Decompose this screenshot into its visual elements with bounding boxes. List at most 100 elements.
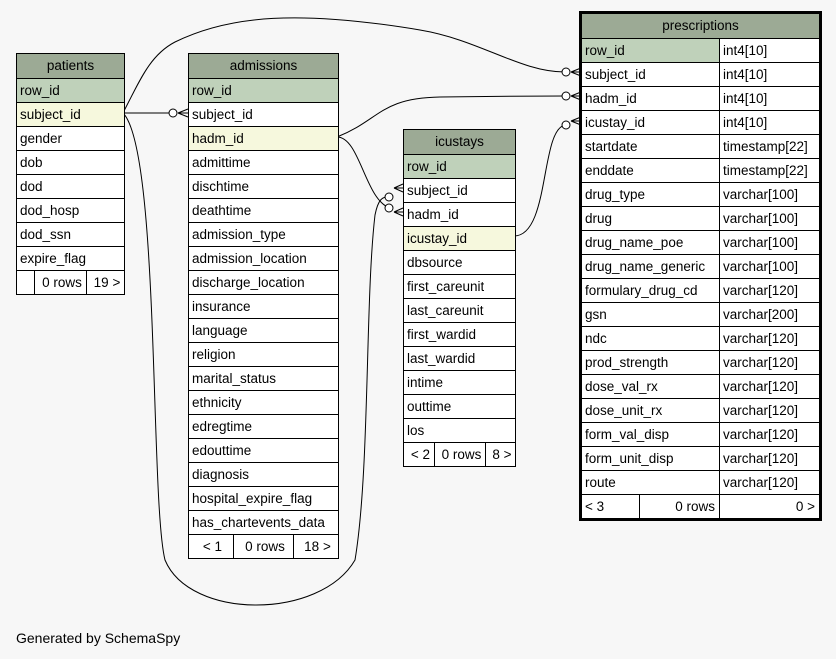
column-row[interactable]: row_id bbox=[189, 78, 338, 102]
column-type: int4[10] bbox=[719, 39, 819, 62]
column-row[interactable]: first_wardid bbox=[404, 322, 515, 346]
column-type: varchar[120] bbox=[719, 327, 819, 350]
table-header[interactable]: admissions bbox=[189, 54, 338, 78]
column-row[interactable]: los bbox=[404, 418, 515, 442]
column-row[interactable]: admittime bbox=[189, 150, 338, 174]
column-row[interactable]: row_id bbox=[17, 78, 124, 102]
column-row[interactable]: icustay_id bbox=[404, 226, 515, 250]
column-name: prod_strength bbox=[585, 355, 669, 370]
column-row[interactable]: edouttime bbox=[189, 438, 338, 462]
column-row[interactable]: ethnicity bbox=[189, 390, 338, 414]
column-row[interactable]: hospital_expire_flag bbox=[189, 486, 338, 510]
column-row[interactable]: diagnosis bbox=[189, 462, 338, 486]
column-row[interactable]: intime bbox=[404, 370, 515, 394]
column-row[interactable]: dod_ssn bbox=[17, 222, 124, 246]
column-row[interactable]: language bbox=[189, 318, 338, 342]
column-type: int4[10] bbox=[719, 63, 819, 86]
children-count[interactable]: 0 > bbox=[719, 495, 819, 518]
table-header[interactable]: patients bbox=[17, 54, 124, 78]
edge-patients-icustays bbox=[122, 112, 391, 606]
column-row[interactable]: dbsource bbox=[404, 250, 515, 274]
column-name: discharge_location bbox=[192, 275, 305, 290]
column-type: varchar[120] bbox=[719, 399, 819, 422]
column-row[interactable]: admission_location bbox=[189, 246, 338, 270]
column-row[interactable]: edregtime bbox=[189, 414, 338, 438]
children-count[interactable]: 18 > bbox=[293, 535, 338, 558]
column-row[interactable]: discharge_location bbox=[189, 270, 338, 294]
column-row[interactable]: gender bbox=[17, 126, 124, 150]
table-title: admissions bbox=[229, 58, 298, 73]
column-row[interactable]: dischtime bbox=[189, 174, 338, 198]
column-name: hadm_id bbox=[585, 91, 637, 106]
parents-count[interactable]: < 1 bbox=[202, 539, 223, 554]
column-type: varchar[120] bbox=[719, 351, 819, 374]
column-row[interactable]: marital_status bbox=[189, 366, 338, 390]
column-row[interactable]: outtime bbox=[404, 394, 515, 418]
column-row[interactable]: ndc varchar[120] bbox=[582, 326, 819, 350]
column-name: edouttime bbox=[192, 443, 252, 458]
column-row[interactable]: insurance bbox=[189, 294, 338, 318]
column-name: ethnicity bbox=[192, 395, 242, 410]
column-row[interactable]: prod_strength varchar[120] bbox=[582, 350, 819, 374]
crow-foot bbox=[177, 108, 189, 118]
column-row[interactable]: first_careunit bbox=[404, 274, 515, 298]
parents-count[interactable]: < 2 bbox=[410, 447, 431, 462]
column-type: timestamp[22] bbox=[719, 135, 819, 158]
children-count[interactable]: 8 > bbox=[485, 443, 515, 466]
column-row[interactable]: has_chartevents_data bbox=[189, 510, 338, 534]
column-name: icustay_id bbox=[585, 115, 646, 130]
table-admissions[interactable]: admissions row_id subject_id hadm_id adm… bbox=[188, 53, 339, 559]
column-name: drug bbox=[585, 211, 613, 226]
column-row[interactable]: religion bbox=[189, 342, 338, 366]
column-name: first_wardid bbox=[407, 327, 477, 342]
children-count[interactable]: 19 > bbox=[86, 271, 124, 294]
column-row[interactable]: dose_unit_rx varchar[120] bbox=[582, 398, 819, 422]
column-row[interactable]: subject_id bbox=[17, 102, 124, 126]
column-name: dose_unit_rx bbox=[585, 403, 663, 418]
table-header[interactable]: icustays bbox=[404, 130, 515, 154]
column-row[interactable]: dod_hosp bbox=[17, 198, 124, 222]
table-header[interactable]: prescriptions bbox=[582, 14, 819, 38]
column-row[interactable]: deathtime bbox=[189, 198, 338, 222]
column-row[interactable]: subject_id bbox=[404, 178, 515, 202]
column-row[interactable]: hadm_id bbox=[189, 126, 338, 150]
column-row[interactable]: admission_type bbox=[189, 222, 338, 246]
column-name: ndc bbox=[585, 331, 607, 346]
column-type: varchar[100] bbox=[719, 231, 819, 254]
column-row[interactable]: subject_id bbox=[189, 102, 338, 126]
table-footer: < 1 0 rows 18 > bbox=[189, 534, 338, 558]
column-name: marital_status bbox=[192, 371, 277, 386]
column-row[interactable]: last_careunit bbox=[404, 298, 515, 322]
column-name: has_chartevents_data bbox=[192, 515, 325, 530]
parents-count[interactable]: < 3 bbox=[585, 499, 605, 514]
column-row[interactable]: expire_flag bbox=[17, 246, 124, 270]
cardinality-marker bbox=[168, 108, 178, 118]
table-patients[interactable]: patients row_id subject_id gender dob do… bbox=[16, 53, 125, 295]
cardinality-marker bbox=[561, 67, 571, 77]
column-name: expire_flag bbox=[20, 251, 87, 266]
column-row[interactable]: dob bbox=[17, 150, 124, 174]
column-row[interactable]: last_wardid bbox=[404, 346, 515, 370]
column-row[interactable]: hadm_id bbox=[404, 202, 515, 226]
column-row[interactable]: row_id bbox=[404, 154, 515, 178]
table-icustays[interactable]: icustays row_id subject_id hadm_id icust… bbox=[403, 129, 516, 467]
column-row[interactable]: dod bbox=[17, 174, 124, 198]
